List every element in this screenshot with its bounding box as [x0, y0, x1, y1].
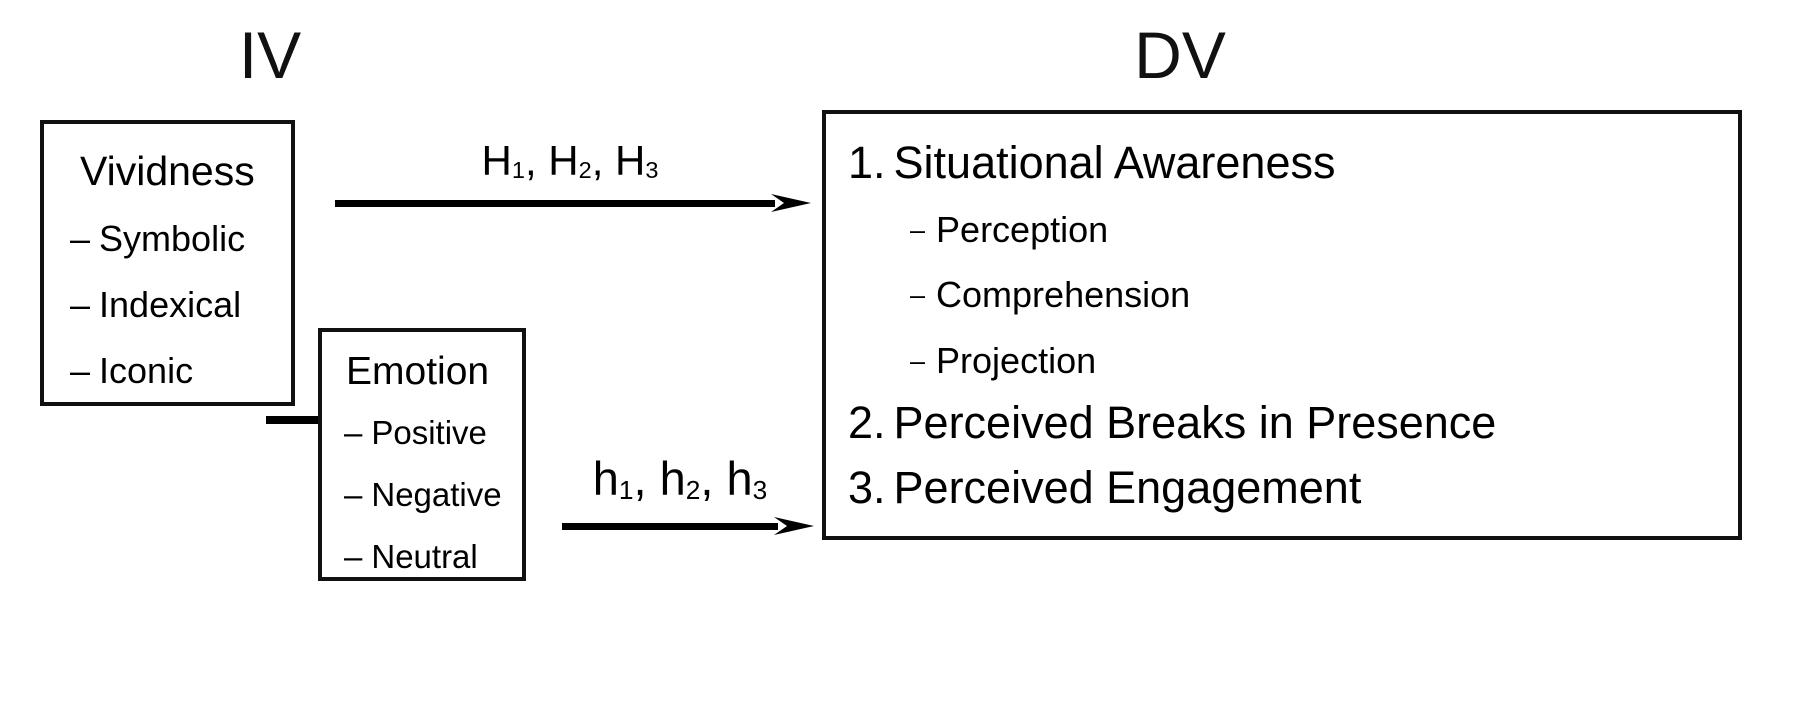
dv-subitem-comprehension: –Comprehension [910, 277, 1190, 313]
hypothesis-token: , h [633, 452, 686, 505]
hypothesis-subscript: 1 [511, 157, 525, 184]
dv-item-perceived-breaks-in-presence: 2.Perceived Breaks in Presence [848, 400, 1496, 445]
dv-item-number: 2. [848, 397, 886, 448]
bullet-dash-icon: – [344, 414, 363, 451]
hypothesis-label-upper: H1, H2, H3 [370, 137, 770, 184]
bullet-dash-icon: – [344, 476, 363, 513]
emotion-item-label: Positive [371, 414, 487, 451]
moderator-connector-line [266, 416, 322, 424]
hypothesis-token: h [592, 452, 619, 505]
bullet-dash-icon: – [910, 280, 926, 310]
arrow-shaft [335, 199, 775, 207]
dv-item-number: 3. [848, 462, 886, 513]
emotion-item-label: Negative [371, 476, 502, 513]
arrow-shaft [562, 522, 778, 530]
vividness-item-symbolic: –Symbolic [70, 221, 245, 257]
vividness-item-label: Symbolic [99, 218, 246, 259]
hypothesis-token: H [481, 137, 512, 184]
vividness-title: Vividness [80, 148, 255, 194]
dv-item-label: Perceived Engagement [893, 462, 1362, 513]
vividness-item-indexical: –Indexical [70, 287, 241, 323]
emotion-item-neutral: –Neutral [344, 540, 478, 573]
dv-box: 1.Situational Awareness –Perception –Com… [822, 110, 1742, 540]
bullet-dash-icon: – [70, 350, 91, 391]
hypothesis-subscript: 3 [645, 157, 659, 184]
dv-subitem-label: Perception [936, 209, 1109, 250]
arrowhead-icon [774, 517, 814, 535]
vividness-item-label: Iconic [99, 350, 194, 391]
iv-column-heading: IV [238, 18, 302, 92]
hypothesis-token: , H [591, 137, 646, 184]
bullet-dash-icon: – [910, 346, 926, 376]
arrow-emotion-to-dv [562, 509, 814, 543]
emotion-title: Emotion [346, 350, 490, 393]
dv-column-heading: DV [1134, 18, 1226, 92]
hypothesis-subscript: 3 [752, 474, 768, 505]
dv-subitem-projection: –Projection [910, 343, 1096, 379]
hypothesis-token: , H [524, 137, 579, 184]
emotion-item-negative: –Negative [344, 478, 502, 511]
dv-item-label: Situational Awareness [893, 137, 1336, 188]
arrowhead-icon [771, 194, 811, 212]
emotion-item-positive: –Positive [344, 416, 487, 449]
hypothesis-label-lower: h1, h2, h3 [530, 452, 830, 505]
bullet-dash-icon: – [70, 284, 91, 325]
dv-subitem-label: Projection [936, 340, 1097, 381]
vividness-box: Vividness –Symbolic –Indexical –Iconic [40, 120, 295, 406]
dv-item-number: 1. [848, 137, 886, 188]
dv-item-label: Perceived Breaks in Presence [893, 397, 1497, 448]
emotion-box: Emotion –Positive –Negative –Neutral [318, 328, 526, 581]
emotion-item-label: Neutral [371, 538, 478, 575]
dv-item-situational-awareness: 1.Situational Awareness [848, 140, 1336, 185]
hypothesis-subscript: 1 [618, 474, 634, 505]
hypothesis-subscript: 2 [685, 474, 701, 505]
bullet-dash-icon: – [70, 218, 91, 259]
hypothesis-subscript: 2 [578, 157, 592, 184]
hypothesis-token: , h [700, 452, 753, 505]
vividness-item-label: Indexical [99, 284, 242, 325]
dv-subitem-perception: –Perception [910, 212, 1108, 248]
bullet-dash-icon: – [910, 215, 926, 245]
arrow-vividness-to-dv [335, 186, 811, 220]
bullet-dash-icon: – [344, 538, 363, 575]
dv-item-perceived-engagement: 3.Perceived Engagement [848, 465, 1361, 510]
dv-subitem-label: Comprehension [936, 274, 1191, 315]
vividness-item-iconic: –Iconic [70, 353, 193, 389]
